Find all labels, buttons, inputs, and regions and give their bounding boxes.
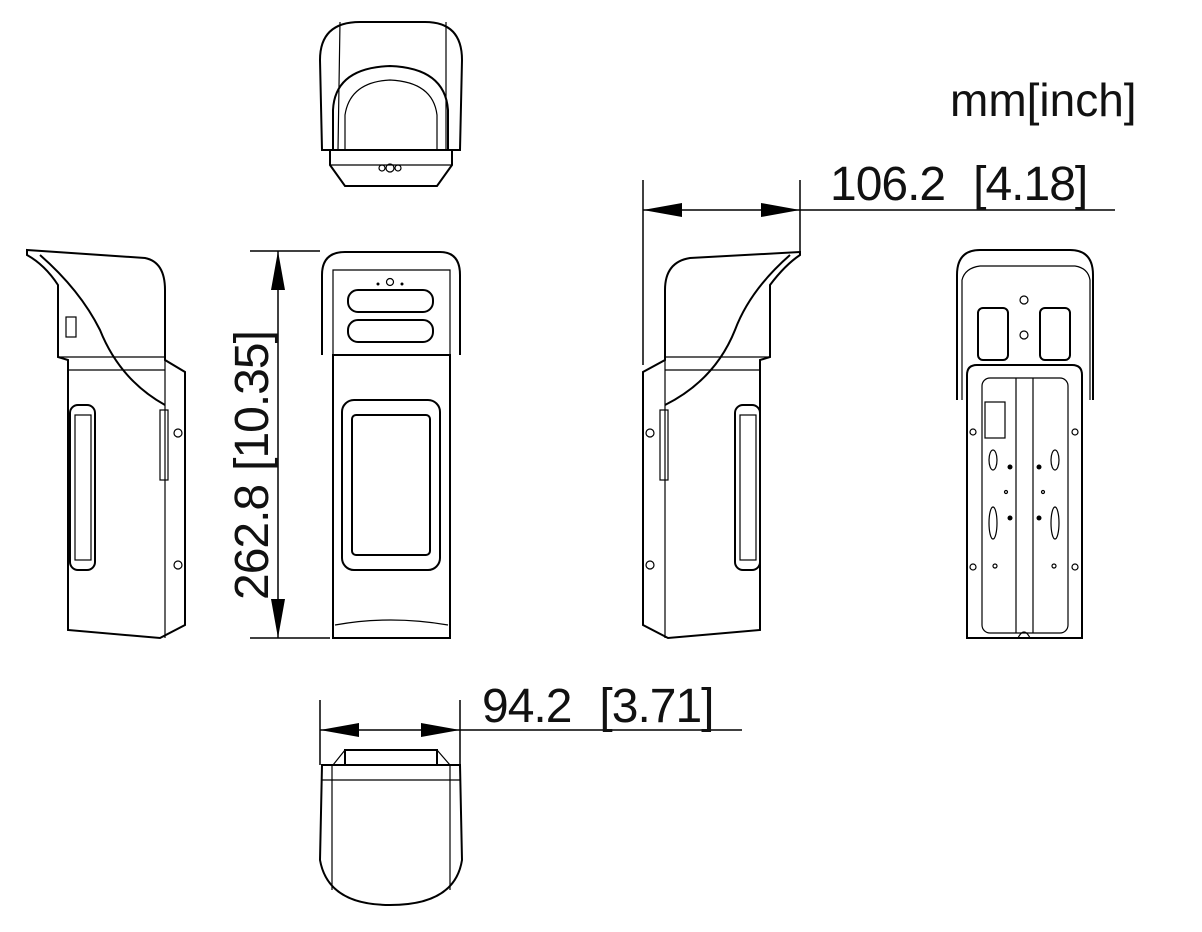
units-label: mm[inch]	[950, 74, 1137, 126]
back-view	[956, 249, 1094, 639]
front-view: 262.8[10.35]	[226, 250, 461, 639]
depth-dimension-label: 106.2[4.18]	[830, 158, 1087, 211]
right-side-view: 106.2[4.18]	[642, 158, 1115, 640]
height-dimension-label: 262.8[10.35]	[226, 331, 279, 600]
top-view	[318, 21, 464, 187]
left-side-view	[26, 248, 186, 640]
bottom-view: 94.2[3.71]	[318, 680, 742, 907]
width-dimension-label: 94.2[3.71]	[482, 680, 714, 733]
